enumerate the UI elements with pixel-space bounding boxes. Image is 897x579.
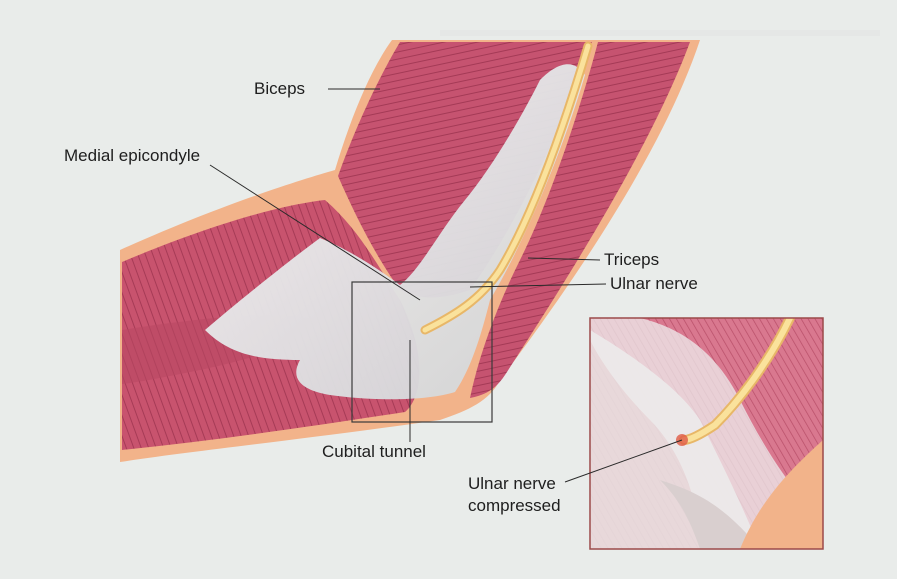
background-ghost-text [440,30,880,36]
label-cubital-tunnel: Cubital tunnel [322,442,426,461]
ulnar-nerve [420,41,593,335]
triceps-leader [527,257,601,261]
label-medial-epicondyle: Medial epicondyle [64,146,201,165]
label-ulnar-nerve-compressed-line1: Ulnar nerve [468,474,556,493]
epicondyle-leader [209,164,421,301]
tendon-area [205,64,585,400]
label-biceps: Biceps [254,79,306,98]
cubital-tunnel-box [351,281,493,423]
inset-detail [589,317,824,550]
label-ulnar-nerve-compressed-line2: compressed [468,496,561,515]
label-ulnar-nerve: Ulnar nerve [610,274,698,293]
label-triceps: Triceps [604,250,660,269]
ulnar-nerve-leader [469,283,607,288]
compressed-leader [564,439,683,483]
leader-lines [209,88,683,483]
